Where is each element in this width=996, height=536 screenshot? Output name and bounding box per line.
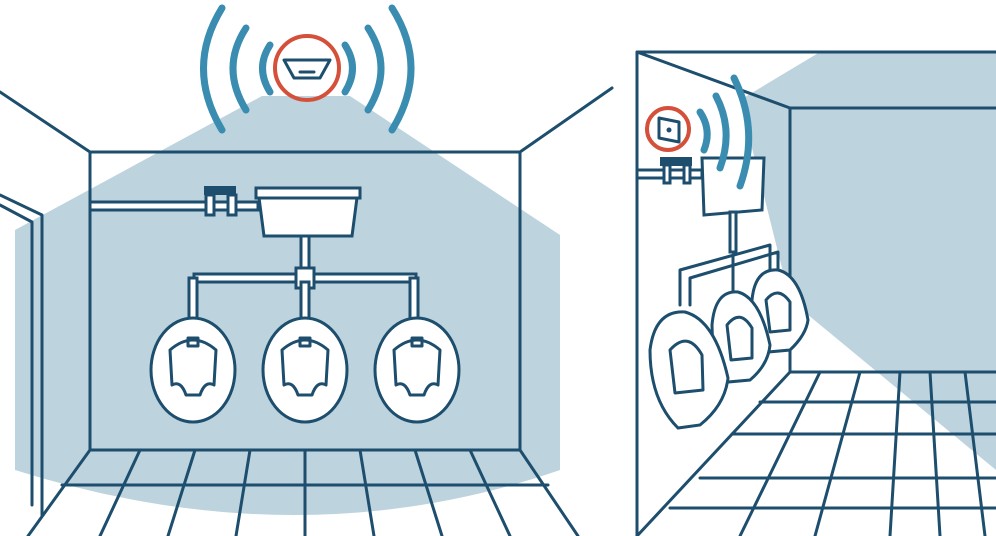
urinal [149,316,237,424]
flush-tank [700,156,766,217]
supply-pipe [635,157,704,185]
front-view-scene [0,4,614,536]
supply-pipe [88,186,260,217]
urinal [261,316,349,424]
distribution-pipes [678,210,780,307]
ceiling-sensor-icon [200,4,415,134]
urinal [373,316,461,424]
perspective-view-scene [635,50,996,536]
ceiling-sensor-coverage [15,96,560,515]
door-frame [0,193,44,517]
wall-sensor-icon [645,74,753,190]
wall-sensor-coverage [740,52,996,470]
room-frame [635,50,996,536]
floor-tiles [26,448,580,536]
floor-tiles [668,370,996,536]
distribution-pipes [187,234,420,332]
urinal [648,310,730,430]
